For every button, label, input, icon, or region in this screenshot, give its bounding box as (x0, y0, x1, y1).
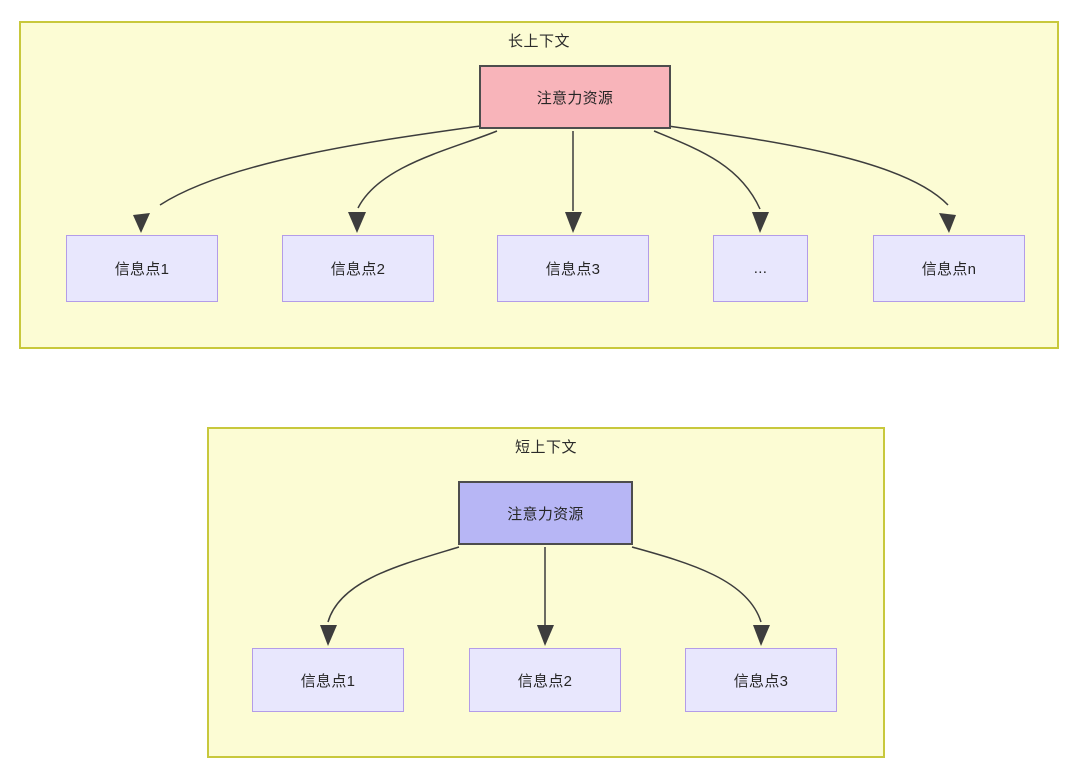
node-long-leaf-2[interactable]: 信息点2 (282, 235, 434, 302)
node-long-leaf-n[interactable]: 信息点n (873, 235, 1025, 302)
node-long-leaf-n-label: 信息点n (921, 261, 977, 278)
node-short-leaf-1[interactable]: 信息点1 (252, 648, 404, 712)
panel-short-context-title: 短上下文 (514, 439, 577, 456)
node-short-leaf-1-label: 信息点1 (300, 672, 356, 690)
node-long-context-root[interactable]: 注意力资源 (479, 65, 671, 129)
node-short-context-root-label: 注意力资源 (507, 505, 584, 523)
node-short-leaf-2[interactable]: 信息点2 (469, 648, 621, 712)
node-short-leaf-3[interactable]: 信息点3 (685, 648, 837, 712)
node-long-leaf-3-label: 信息点3 (545, 261, 601, 278)
panel-long-context-title: 长上下文 (507, 33, 570, 50)
node-long-leaf-1[interactable]: 信息点1 (66, 235, 218, 302)
node-long-leaf-ellipsis[interactable]: ... (713, 235, 808, 302)
node-long-leaf-3[interactable]: 信息点3 (497, 235, 649, 302)
node-long-leaf-ellipsis-label: ... (753, 260, 768, 277)
node-long-leaf-1-label: 信息点1 (114, 261, 170, 278)
node-long-leaf-2-label: 信息点2 (330, 261, 386, 278)
node-short-leaf-3-label: 信息点3 (733, 672, 789, 690)
node-short-leaf-2-label: 信息点2 (517, 672, 573, 690)
node-short-context-root[interactable]: 注意力资源 (458, 481, 633, 545)
node-long-context-root-label: 注意力资源 (536, 89, 614, 107)
